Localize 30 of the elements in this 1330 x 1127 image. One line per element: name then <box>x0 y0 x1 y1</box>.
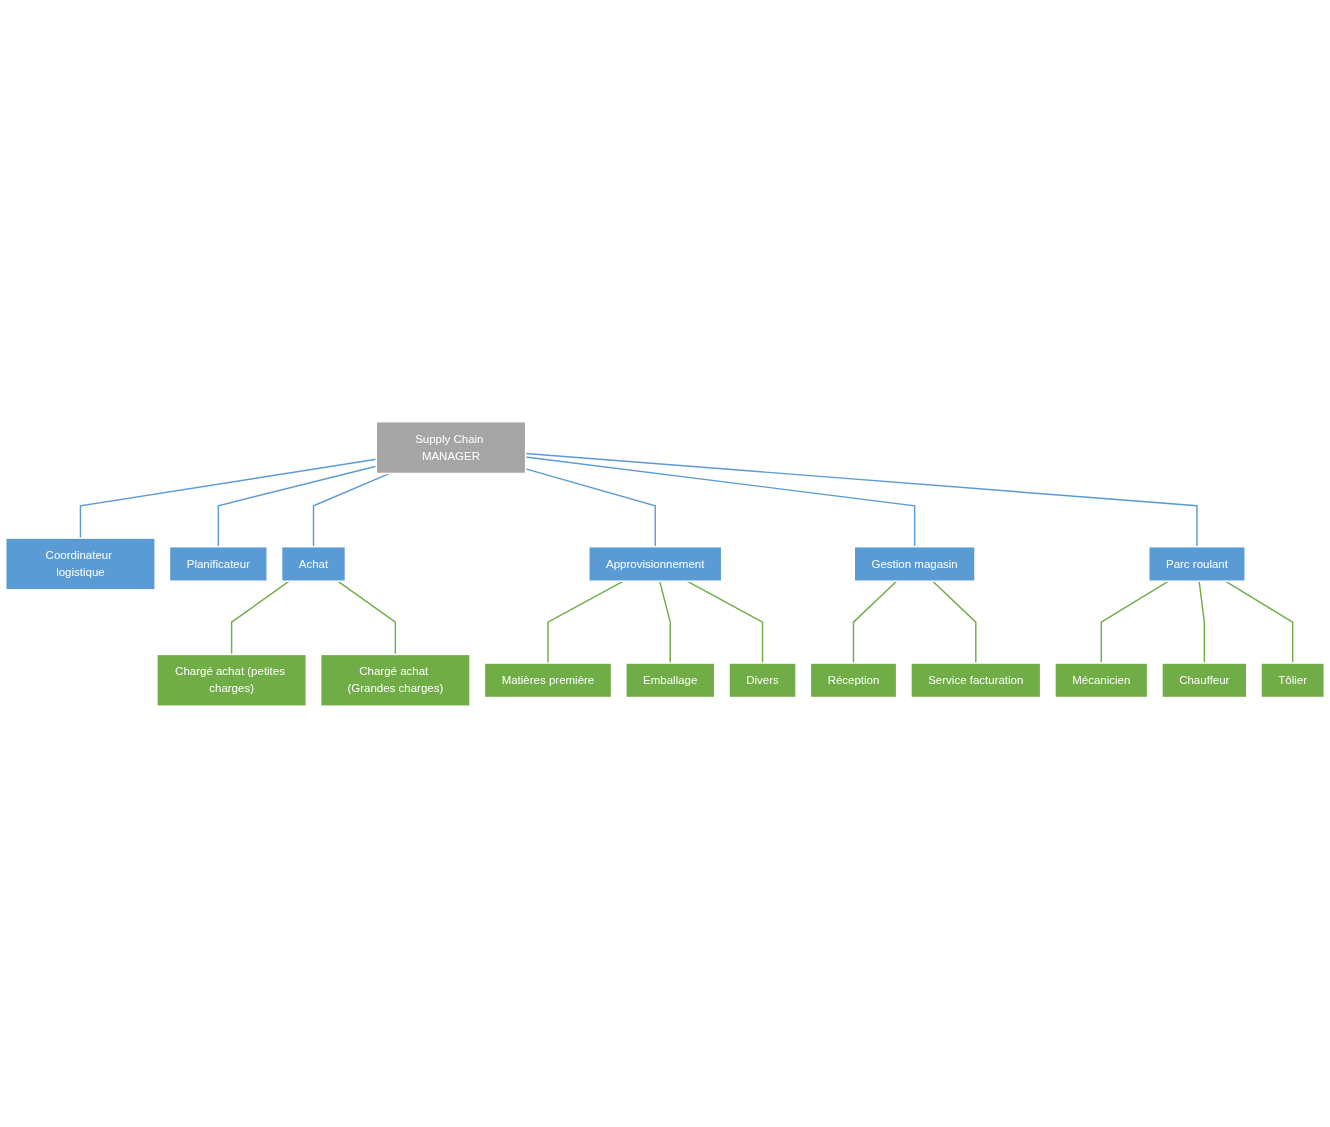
node-box: Chargé achat (Grandes charges) <box>319 653 471 707</box>
connector <box>1224 580 1294 664</box>
connector <box>547 580 625 664</box>
connector <box>337 580 397 655</box>
node-box: Tôlier <box>1260 661 1325 698</box>
node-box: Service facturation <box>910 661 1042 698</box>
connector <box>79 458 377 539</box>
node-box: Planificateur <box>168 545 268 582</box>
node-box: Emballage <box>625 661 716 698</box>
node-box: Coordinateur logistique <box>5 536 156 591</box>
connector <box>658 580 671 664</box>
node-box: Chargé achat (petites charges) <box>156 653 308 707</box>
node-box: Achat <box>280 545 347 582</box>
node-box: Réception <box>809 661 898 698</box>
connector <box>217 465 377 547</box>
node-box: Mécanicien <box>1054 661 1149 698</box>
connector <box>1198 580 1206 664</box>
connector <box>1100 580 1170 664</box>
node-box: Parc roulant <box>1148 545 1246 582</box>
node-box: Gestion magasin <box>853 545 976 582</box>
connector <box>312 472 391 547</box>
connector <box>852 580 898 664</box>
node-box: Approvisionnement <box>588 545 723 582</box>
connector <box>932 580 977 664</box>
node-box: Matières première <box>483 661 613 698</box>
connector <box>686 580 764 664</box>
node-box: Supply Chain MANAGER <box>375 420 527 474</box>
connector <box>230 580 290 655</box>
node-box: Divers <box>728 661 797 698</box>
node-box: Chauffeur <box>1161 661 1248 698</box>
